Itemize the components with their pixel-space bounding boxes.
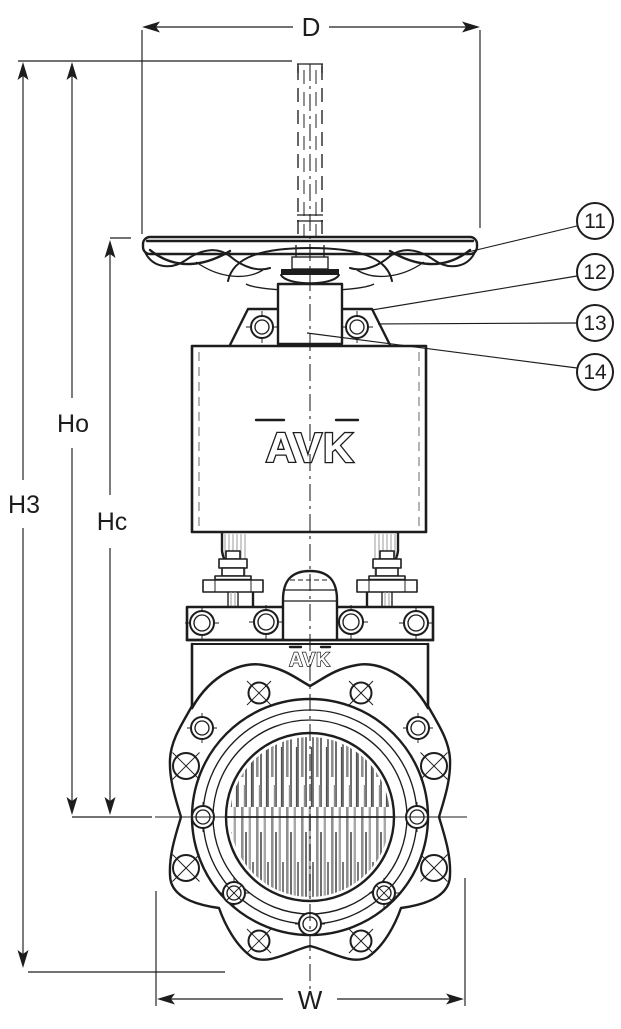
valve-body: AVK [155,638,467,961]
gland-plate-bolts [185,605,433,640]
arrow-down-icon [104,797,116,815]
dimension-d: D [141,12,481,234]
dimension-label-ho: Ho [57,410,89,438]
dimension-w: W [155,878,466,1015]
avk-logo-body: AVK [288,645,332,672]
avk-logo-body-text: AVK [289,650,331,671]
callout-label-14: 14 [583,361,607,384]
leader-line-12 [371,275,578,311]
dimension-h3: H3 [8,62,225,973]
callout-bubble-12: 12 [576,253,614,291]
dimension-label-d: D [302,12,321,42]
callout-bubble-13: 13 [576,304,614,342]
dimension-label-h3: H3 [8,491,40,519]
callout-label-11: 11 [584,210,606,233]
arrow-up-icon [104,240,116,258]
gland-stud-left [202,550,264,607]
leader-line-11 [467,225,578,253]
handwheel-hub [281,269,339,275]
bracket-bolt-right [341,311,373,343]
callout-label-12: 12 [583,261,606,284]
dimension-label-w: W [298,985,323,1015]
callout-bubble-14: 14 [576,353,614,391]
lug-bolt-holes [172,680,448,954]
avk-logo-bonnet: AVK [254,418,360,472]
dimension-label-hc: Hc [97,508,128,536]
arrow-left-icon [157,993,175,1005]
callout-label-13: 13 [583,312,606,335]
leader-line-13 [377,322,578,325]
arrow-down-icon [66,797,78,815]
bracket-bolt-left [246,311,278,343]
dimension-hc: Hc [97,237,131,815]
arrow-up-icon [17,62,29,80]
arrow-left-icon [142,21,160,33]
arrow-down-icon [17,950,29,968]
dimension-ho: Ho [57,62,152,818]
gland-stud-right [356,550,418,607]
arrow-up-icon [66,62,78,80]
callout-bubble-11: 11 [576,202,614,240]
bonnet: AVK [190,344,428,534]
callouts: 11 12 13 14 [306,202,614,391]
arrow-right-icon [462,21,480,33]
arrow-right-icon [446,993,464,1005]
leader-line-14 [306,332,578,369]
stem [297,63,323,236]
